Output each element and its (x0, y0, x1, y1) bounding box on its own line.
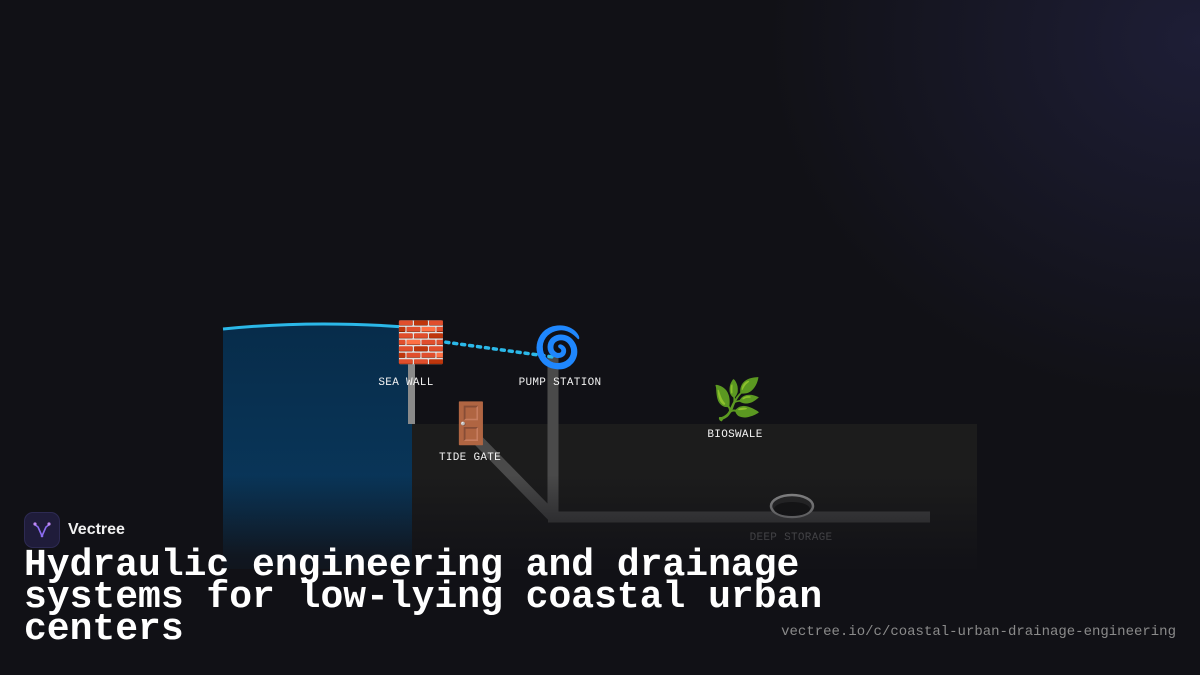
page-title: Hydraulic engineering and drainage syste… (24, 544, 823, 651)
cyclone-icon: 🌀 (533, 325, 583, 371)
deep-storage-label: DEEP STORAGE (749, 532, 833, 544)
bioswale-label: BIOSWALE (707, 429, 763, 441)
water-surface-line (222, 322, 406, 331)
herb-icon: 🌿 (712, 377, 762, 423)
sea-wall-label: SEA WALL (378, 377, 434, 389)
pump-station-label: PUMP STATION (518, 377, 602, 389)
vectree-logo-icon (24, 512, 60, 548)
sea-wall-pillar (408, 360, 415, 424)
pump-flow-line (428, 338, 555, 359)
tide-gate-label: TIDE GATE (438, 452, 502, 464)
sea-water (223, 323, 412, 569)
brick-wall-icon: 🧱 (396, 320, 446, 366)
manhole-opening (774, 502, 810, 516)
door-icon: 🚪 (446, 401, 496, 447)
brand[interactable]: Vectree (24, 512, 125, 548)
page-url[interactable]: vectree.io/c/coastal-urban-drainage-engi… (781, 624, 1176, 640)
brand-name: Vectree (68, 521, 125, 538)
